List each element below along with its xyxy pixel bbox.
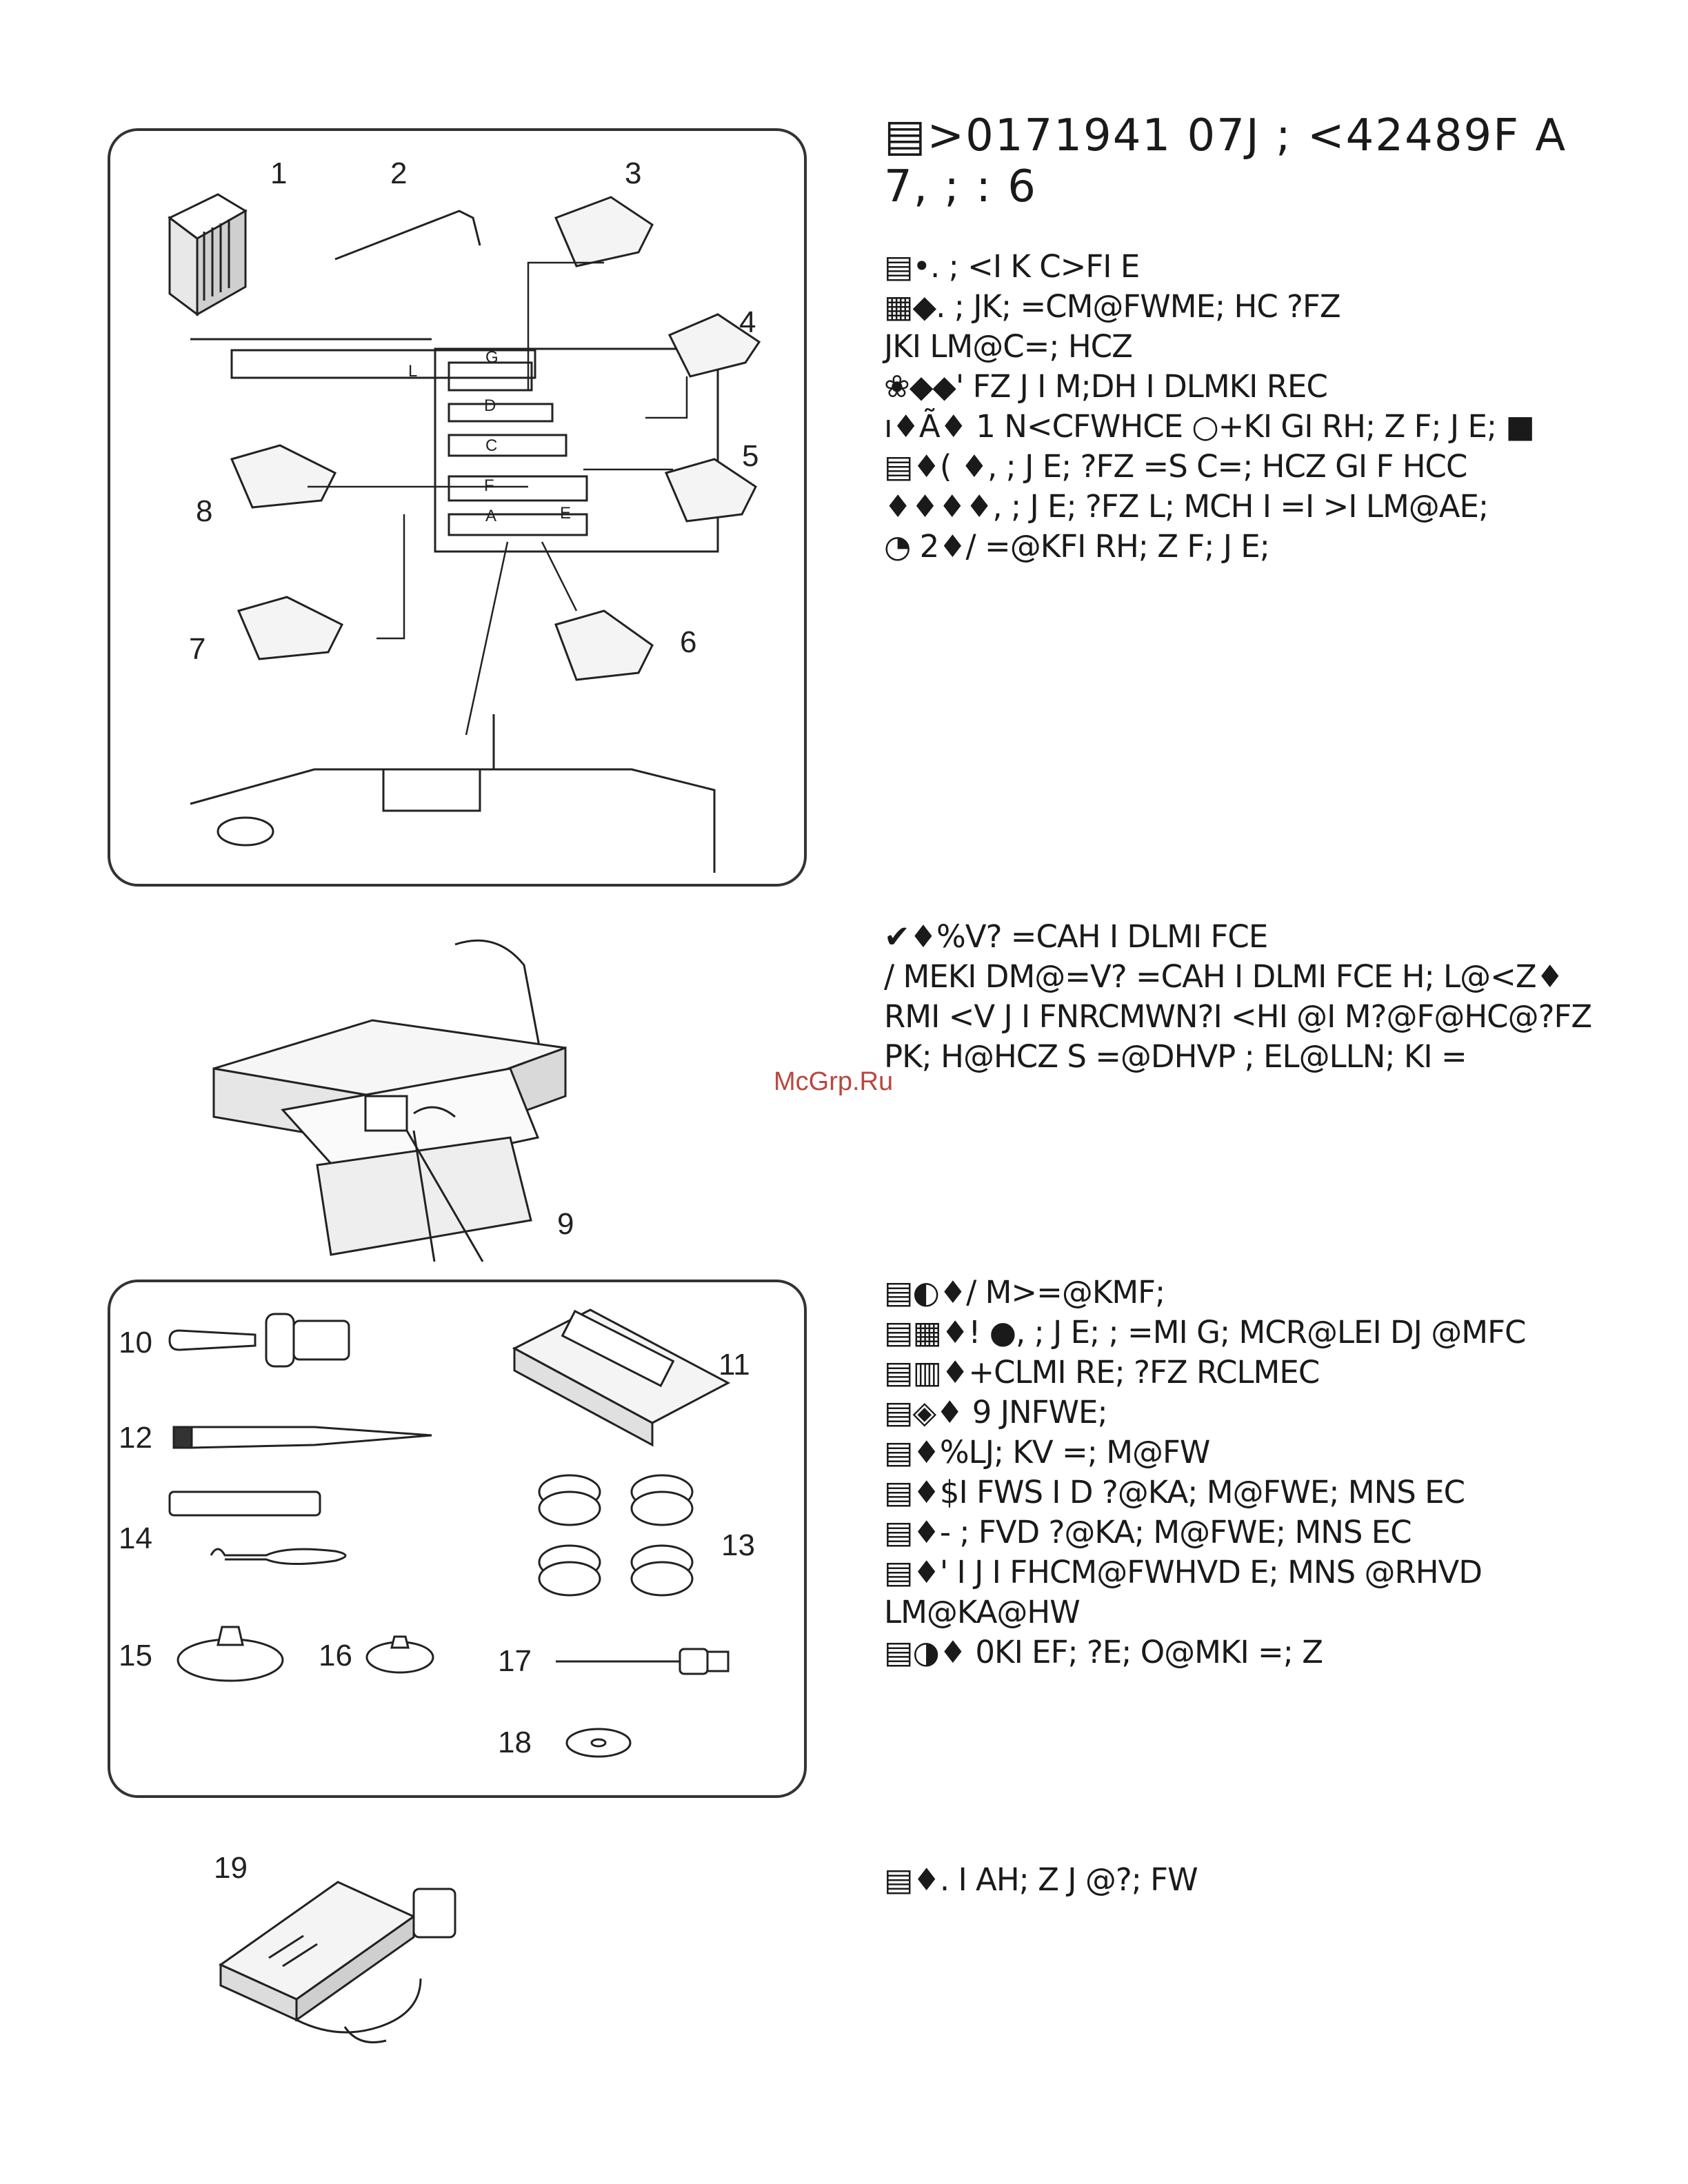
label-9: 9	[557, 1207, 574, 1241]
feet-storage-tray	[190, 338, 719, 553]
tray-letter-D: D	[484, 396, 496, 415]
accessory-item: ▤▥♦+CLMI RE; ?FZ RCLMEC	[884, 1354, 1320, 1391]
feet-list-item: ı♦Ã♦ 1 N<CFWHCE ○+KI GI RH; Z F; J E; ■	[884, 408, 1535, 445]
label-7: 7	[189, 632, 205, 666]
feet-list-item: ❀◆◆' FZ J I M;DH I DLMKI REC	[884, 368, 1328, 405]
tray-letter-F: F	[484, 476, 494, 495]
foot-pedal-illustration: 19	[214, 1854, 456, 2043]
accessory-item: ▤◐♦/ M>=@KMF;	[884, 1274, 1165, 1311]
accessory-item: ▤▦♦! ●, ; J E; ; =MI G; MCR@LEI DJ @MFC	[884, 1314, 1526, 1351]
label-10: 10	[119, 1326, 152, 1359]
label-17: 17	[498, 1644, 532, 1678]
leader-lines	[308, 261, 688, 736]
machine-bed-icon	[190, 714, 716, 873]
accessories-list: ▤◐♦/ M>=@KMF; ▤▦♦! ●, ; J E; ; =MI G; MC…	[884, 1273, 1526, 1672]
needle-pack-icon	[168, 193, 248, 316]
tray-text-line: ✔♦%V? =CAH I DLMI FCE	[884, 918, 1268, 955]
label-13: 13	[721, 1528, 755, 1562]
label-1: 1	[270, 156, 287, 190]
label-16: 16	[319, 1639, 352, 1672]
accessory-box-illustration: 9	[212, 939, 574, 1262]
label-11: 11	[719, 1348, 750, 1382]
spool-pin-icon	[556, 1648, 730, 1675]
feet-list: ▤•. ; <I K C>FI E ▦◆. ; JK; =CM@FWME; HC…	[884, 247, 1535, 567]
tray-text-line: PK; H@HCZ S =@DHVP ; EL@LLN; KI =	[884, 1038, 1467, 1075]
accessory-item: ▤♦$I FWS I D ?@KA; M@FWE; MNS EC	[884, 1474, 1465, 1510]
tray-letter-E: E	[560, 504, 571, 523]
feet-list-item: ◔ 2♦/ =@KFI RH; Z F; J E;	[884, 528, 1270, 565]
label-3: 3	[625, 156, 641, 190]
brush-icon	[172, 1426, 432, 1449]
tray-letter-L: L	[408, 362, 417, 381]
feet-list-item: JKI LM@C=; HCZ	[884, 328, 1133, 365]
label-8: 8	[196, 494, 212, 528]
section-heading-line1: ▤>0171941 07J ; <42489F A	[884, 110, 1567, 161]
pedal-description: ▤♦. I AH; Z J @?; FW	[884, 1860, 1198, 1900]
tray-text-line: / MEKI DM@=V? =CAH I DLMI FCE H; L@<Z♦	[884, 958, 1564, 995]
presser-feet-illustration: 1 2 3 4 5 6 7 8 L G D C F A E	[168, 156, 761, 873]
blind-hem-guide-icon	[334, 210, 481, 261]
section-heading: ▤>0171941 07J ; <42489F A 7, ; : 6	[884, 110, 1567, 212]
accessory-item: ▤◑♦ 0KI EF; ?E; O@MKI =; Z	[884, 1634, 1323, 1670]
accessory-item: ▤◈♦ 9 JNFWE;	[884, 1394, 1108, 1430]
label-2: 2	[390, 156, 407, 190]
label-15: 15	[119, 1639, 152, 1672]
label-4: 4	[739, 305, 756, 339]
screwdriver-icon	[168, 1329, 257, 1351]
label-6: 6	[680, 625, 696, 659]
label-18: 18	[498, 1726, 532, 1759]
accessories-illustration: 10 11 12 13 14 15 16 17 18	[119, 1308, 755, 1759]
feet-list-item: ▦◆. ; JK; =CM@FWME; HC ?FZ	[884, 288, 1341, 325]
seam-ripper-icon	[210, 1548, 347, 1566]
buttonhole-foot-icon	[512, 1308, 731, 1447]
seam-ripper-cap-icon	[168, 1490, 321, 1517]
tray-letter-A: A	[485, 507, 496, 525]
accessory-item: ▤♦- ; FVD ?@KA; M@FWE; MNS EC	[884, 1514, 1412, 1550]
label-14: 14	[119, 1521, 152, 1555]
feet-list-item: ♦♦♦♦, ; J E; ?FZ L; MCH I =I >I LM@AE;	[884, 488, 1489, 525]
bobbin-icon	[538, 1474, 694, 1597]
accessory-item: ▤♦' I J I FHCM@FWHVD E; MNS @RHVD	[884, 1554, 1483, 1590]
accessory-item: LM@KA@HW	[884, 1594, 1081, 1630]
foot-icon	[230, 196, 761, 681]
label-5: 5	[742, 439, 758, 473]
watermark: McGrp.Ru	[774, 1067, 894, 1096]
accessory-item: ▤♦%LJ; KV =; M@FW	[884, 1434, 1210, 1470]
section-heading-line2: 7, ; : 6	[884, 161, 1037, 212]
feet-list-item: ▤•. ; <I K C>FI E	[884, 248, 1140, 285]
label-12: 12	[119, 1421, 152, 1455]
tray-letter-G: G	[485, 348, 499, 367]
tray-description: ✔♦%V? =CAH I DLMI FCE / MEKI DM@=V? =CAH…	[884, 917, 1592, 1077]
label-19: 19	[214, 1854, 248, 1885]
tray-text-line: RMI <V J I FNRCMWN?I <HI @I M?@F@HC@?FZ	[884, 998, 1592, 1035]
pedal-text: ▤♦. I AH; Z J @?; FW	[884, 1861, 1198, 1898]
feet-list-item: ▤♦( ♦, ; J E; ?FZ =S C=; HCZ GI F HCC	[884, 448, 1467, 485]
tray-letter-C: C	[485, 436, 497, 455]
